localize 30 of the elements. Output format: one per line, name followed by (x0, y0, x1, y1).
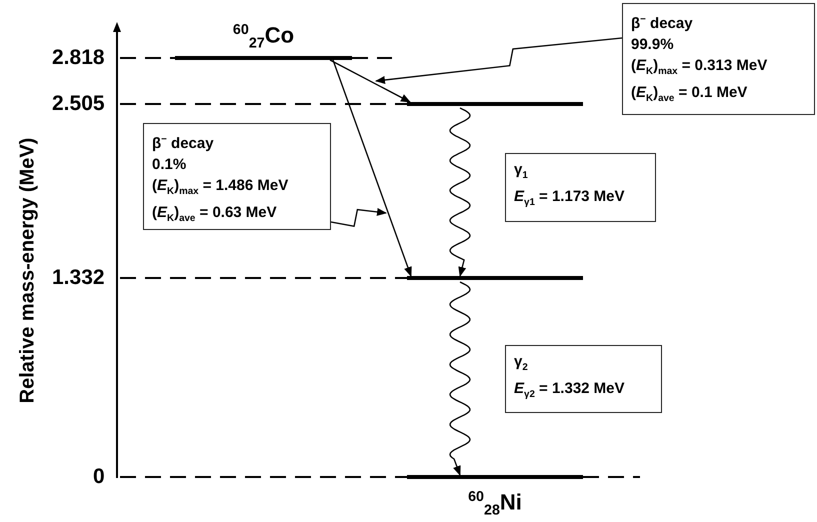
gamma-label: γ$_{1}$ (514, 160, 528, 183)
energy-level-bar (407, 276, 583, 280)
tick-label: 0 (93, 465, 105, 489)
decay-arrow (330, 59, 411, 103)
decay-arrow (332, 60, 412, 277)
leader-line (375, 37, 622, 84)
info-box (505, 153, 656, 222)
energy-level-bar (407, 102, 583, 106)
energy-value: (E$_{K}$)$_{max}$ = 0.313 MeV (631, 56, 768, 79)
info-box (143, 123, 331, 230)
tick-label: 1.332 (52, 266, 105, 290)
energy-value: E$_{γ1}$ = 1.173 MeV (514, 187, 625, 210)
info-box (622, 3, 815, 115)
energy-value: (E$_{K}$)$_{ave}$ = 0.1 MeV (631, 83, 748, 106)
tick-label: 2.505 (52, 92, 105, 116)
gamma-wave-arrow (449, 281, 471, 476)
decay-type: β$^{−}$ decay (152, 133, 214, 154)
branching-ratio: 0.1% (152, 155, 186, 175)
energy-value: E$_{γ2}$ = 1.332 MeV (514, 379, 625, 402)
gamma-label: γ$_{2}$ (514, 352, 528, 375)
info-box (505, 345, 662, 413)
gamma-wave-arrow (449, 107, 471, 277)
leader-line (330, 208, 387, 228)
energy-value: (E$_{K}$)$_{max}$ = 1.486 MeV (152, 176, 288, 199)
axis-title: Relative mass-energy (MeV) (16, 137, 40, 403)
decay-type: β$^{−}$ decay (631, 13, 693, 34)
branching-ratio: 99.9% (631, 35, 674, 55)
tick-label: 2.818 (52, 46, 105, 70)
energy-level (175, 22, 352, 60)
energy-value: (E$_{K}$)$_{ave}$ = 0.63 MeV (152, 203, 277, 226)
